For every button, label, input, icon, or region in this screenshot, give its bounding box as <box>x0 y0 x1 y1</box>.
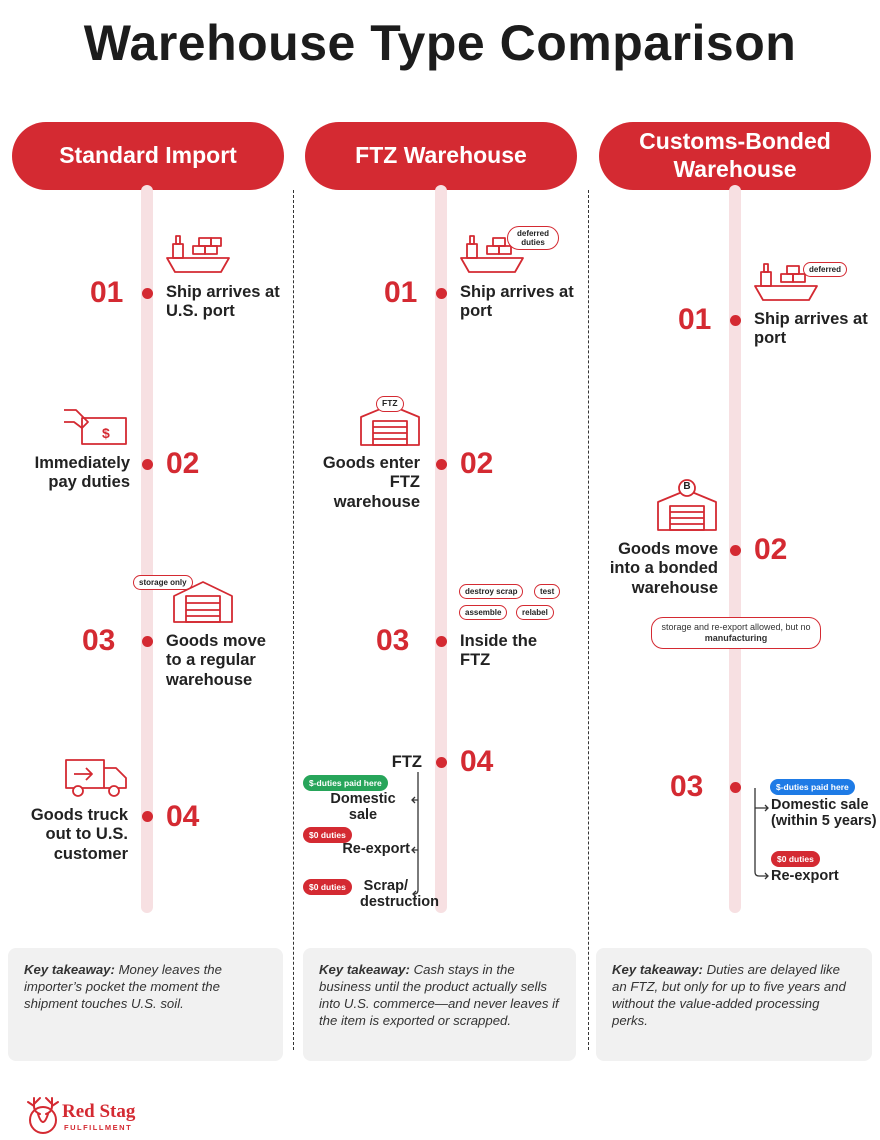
outcome-label: Scrap/ destruction <box>360 878 439 910</box>
takeaway-ftz: Key takeaway: Cash stays in the business… <box>303 948 576 1061</box>
takeaway-text: Cash stays in the business until the pro… <box>319 962 559 1028</box>
timeline-dot <box>142 636 153 647</box>
step-number: 03 <box>376 624 410 657</box>
column-divider <box>293 190 294 1050</box>
warehouse-icon <box>173 581 233 623</box>
step-label: Goods move into a bonded warehouse <box>609 540 718 597</box>
step-label: Goods enter FTZ warehouse <box>322 454 420 511</box>
process-tag: destroy scrap <box>459 584 524 600</box>
column-header-customs-bonded: Customs-Bonded Warehouse <box>599 122 871 190</box>
outcome-label: Domestic sale (within 5 years) <box>771 797 877 829</box>
outcome-label: Domestic sale <box>330 791 396 823</box>
zero-duties-badge: $0 duties <box>303 827 352 843</box>
zero-duties-badge: $0 duties <box>303 879 352 895</box>
cash-hand-icon: $ <box>64 409 127 445</box>
takeaway-text: Duties are delayed like an FTZ, but only… <box>612 962 846 1028</box>
column-header-ftz-warehouse: FTZ Warehouse <box>305 122 577 190</box>
timeline-dot <box>142 288 153 299</box>
timeline-dot <box>730 545 741 556</box>
outcome-label: Re-export <box>342 841 410 857</box>
step-label: Ship arrives at U.S. port <box>166 283 280 321</box>
takeaway-text: Money leaves the importer’s pocket the m… <box>24 962 222 1011</box>
step-label: FTZ <box>391 753 422 771</box>
takeaway-lead: Key takeaway: <box>24 962 115 977</box>
timeline-dot <box>142 811 153 822</box>
note-bold: manufacturing <box>704 632 768 643</box>
takeaway-lead: Key takeaway: <box>319 962 410 977</box>
column-divider <box>588 190 589 1050</box>
step-label: Goods truck out to U.S. customer <box>30 806 128 863</box>
step-label: Goods move to a regular warehouse <box>166 632 266 689</box>
ship-icon <box>754 263 818 301</box>
step-number: 04 <box>460 745 494 778</box>
timeline-dot <box>436 459 447 470</box>
bonded-warehouse-icon <box>657 479 717 531</box>
ship-icon <box>166 235 230 273</box>
storage-only-tag: storage only <box>133 575 193 591</box>
outcome-label: Re-export <box>771 868 839 884</box>
stag-logo-icon <box>27 1097 59 1134</box>
takeaway-standard: Key takeaway: Money leaves the importer’… <box>8 948 283 1061</box>
timeline-dot <box>730 315 741 326</box>
step-number: 03 <box>82 624 116 657</box>
duties-paid-badge: $-duties paid here <box>770 779 855 795</box>
duties-paid-badge: $-duties paid here <box>303 775 388 791</box>
svg-text:$: $ <box>102 425 110 441</box>
process-tag: test <box>534 584 561 600</box>
step-number: 01 <box>678 303 712 336</box>
step-number: 02 <box>166 447 200 480</box>
timeline-dot <box>730 782 741 793</box>
bonded-note: storage and re-export allowed, but no ma… <box>651 617 821 649</box>
deferred-duties-tag: deferred duties <box>507 226 559 251</box>
timeline-dot <box>142 459 153 470</box>
step-number: 01 <box>384 276 418 309</box>
truck-icon <box>65 759 127 797</box>
brand-sub: FULFILLMENT <box>64 1123 133 1132</box>
process-tag: assemble <box>459 605 508 621</box>
ftz-sign: FTZ <box>376 396 404 412</box>
branch-arrows <box>754 788 769 880</box>
ship-icon <box>460 235 524 273</box>
step-number: 03 <box>670 770 704 803</box>
note-text: storage and re-export allowed, but no <box>661 622 811 632</box>
zero-duties-badge: $0 duties <box>771 851 820 867</box>
timeline-dot <box>436 757 447 768</box>
step-number: 04 <box>166 800 200 833</box>
step-number: 02 <box>460 447 494 480</box>
page-title: Warehouse Type Comparison <box>83 15 797 71</box>
step-label: Ship arrives at port <box>460 283 574 321</box>
timeline-dot <box>436 636 447 647</box>
takeaway-lead: Key takeaway: <box>612 962 703 977</box>
bonded-sign: B <box>683 481 691 492</box>
timeline-ftz <box>435 185 447 913</box>
step-number: 01 <box>90 276 124 309</box>
takeaway-bonded: Key takeaway: Duties are delayed like an… <box>596 948 872 1061</box>
timeline-dot <box>436 288 447 299</box>
step-label: Ship arrives at port <box>754 310 868 348</box>
brand-name: Red Stag <box>62 1101 136 1122</box>
deferred-tag: deferred <box>803 262 848 278</box>
branch-arrows <box>411 772 419 898</box>
timeline-standard <box>141 185 153 913</box>
step-label: Inside the FTZ <box>460 632 538 670</box>
process-tag: relabel <box>516 605 554 621</box>
column-header-standard-import: Standard Import <box>12 122 284 190</box>
step-number: 02 <box>754 533 788 566</box>
step-label: Immediately pay duties <box>34 454 130 492</box>
